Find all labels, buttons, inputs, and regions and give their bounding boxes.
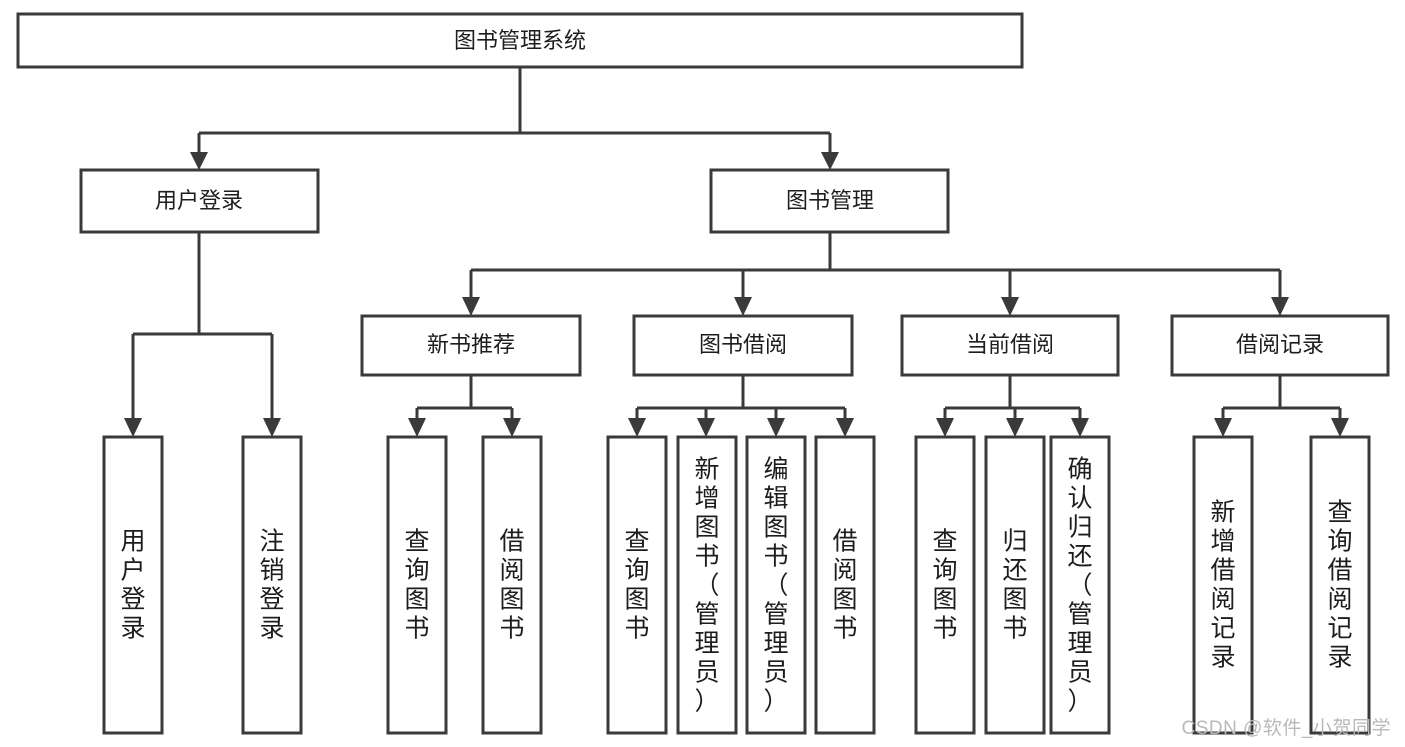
arrowhead-book-borrow [734,297,752,316]
arrowhead-leaf-borrow-book [836,418,854,437]
arrowhead-borrow-record [1271,297,1289,316]
node-user-login-label: 用户登录 [155,188,243,213]
node-leaf-add-borrow-record-label: 新增借阅记录 [1210,499,1235,672]
node-book-management-box[interactable] [709,168,950,234]
node-book-borrow-box[interactable] [632,314,854,377]
arrowhead-leaf-query-book-rec [408,418,426,437]
connector-layer [124,67,1349,437]
node-book-management-label: 图书管理 [786,188,874,213]
node-leaf-query-book-borrow-label: 查询图书 [624,528,649,643]
arrowhead-leaf-query-borrow-record [1331,418,1349,437]
node-leaf-borrow-book-rec-label: 借阅图书 [499,528,524,643]
node-current-borrow-box[interactable] [900,314,1120,377]
node-leaf-query-borrow-record-label: 查询借阅记录 [1327,499,1352,672]
node-leaf-borrow-book[interactable]: 借阅图书 [814,435,876,735]
node-leaf-query-book-current[interactable]: 查询图书 [914,435,976,735]
node-leaf-add-borrow-record[interactable]: 新增借阅记录 [1192,435,1254,735]
node-leaf-borrow-book-rec[interactable]: 借阅图书 [481,435,543,735]
arrowhead-leaf-user-login [124,418,142,437]
node-new-book-recommend-box[interactable] [360,314,582,377]
arrowhead-leaf-add-book-admin [697,418,715,437]
node-leaf-query-borrow-record[interactable]: 查询借阅记录 [1309,435,1371,735]
node-leaf-add-book-admin-label: 新增图书（管理员） [694,456,719,716]
node-leaf-user-login[interactable]: 用户登录 [102,435,164,735]
node-new-book-recommend-label: 新书推荐 [427,332,515,357]
node-borrow-record-box[interactable] [1170,314,1390,377]
node-user-login-box[interactable] [79,168,320,234]
node-leaf-logout-login-box[interactable] [241,435,303,735]
arrowhead-leaf-add-borrow-record [1214,418,1232,437]
arrowhead-leaf-query-book-current [936,418,954,437]
node-user-login[interactable]: 用户登录 [79,168,320,234]
node-leaf-confirm-return-admin-label: 确认归还（管理员） [1067,456,1092,716]
node-leaf-edit-book-admin-box[interactable] [745,435,807,735]
arrowhead-new-book-recommend [462,297,480,316]
node-leaf-add-book-admin[interactable]: 新增图书（管理员） [676,435,738,735]
csdn-watermark: CSDN @软件_小贺同学 [1181,718,1391,739]
node-book-management[interactable]: 图书管理 [709,168,950,234]
node-leaf-add-book-admin-box[interactable] [676,435,738,735]
arrowhead-leaf-query-book-borrow [628,418,646,437]
arrowhead-leaf-return-book [1006,418,1024,437]
node-leaf-query-book-borrow[interactable]: 查询图书 [606,435,668,735]
node-leaf-query-book-borrow-box[interactable] [606,435,668,735]
node-leaf-query-book-current-box[interactable] [914,435,976,735]
node-leaf-user-login-box[interactable] [102,435,164,735]
node-leaf-return-book[interactable]: 归还图书 [984,435,1046,735]
node-leaf-query-book-current-label: 查询图书 [932,528,957,643]
node-leaf-return-book-box[interactable] [984,435,1046,735]
arrowhead-user-login [190,152,208,170]
node-leaf-logout-login-label: 注销登录 [259,528,284,643]
node-book-borrow[interactable]: 图书借阅 [632,314,854,377]
node-leaf-edit-book-admin[interactable]: 编辑图书（管理员） [745,435,807,735]
node-leaf-query-book-rec-box[interactable] [386,435,448,735]
node-leaf-confirm-return-admin-box[interactable] [1049,435,1111,735]
node-leaf-borrow-book-label: 借阅图书 [832,528,857,643]
node-leaf-edit-book-admin-label: 编辑图书（管理员） [763,456,788,716]
arrowhead-book-management [821,152,839,170]
node-leaf-user-login-label: 用户登录 [120,528,145,643]
node-leaf-borrow-book-box[interactable] [814,435,876,735]
node-leaf-query-book-rec[interactable]: 查询图书 [386,435,448,735]
node-borrow-record-label: 借阅记录 [1236,332,1324,357]
node-root[interactable]: 图书管理系统 [16,12,1024,69]
node-leaf-query-book-rec-label: 查询图书 [404,528,429,643]
arrowhead-leaf-confirm-return-admin [1071,418,1089,437]
node-new-book-recommend[interactable]: 新书推荐 [360,314,582,377]
arrowhead-leaf-borrow-book-rec [503,418,521,437]
node-leaf-confirm-return-admin[interactable]: 确认归还（管理员） [1049,435,1111,735]
node-leaf-query-borrow-record-box[interactable] [1309,435,1371,735]
node-leaf-borrow-book-rec-box[interactable] [481,435,543,735]
arrowhead-leaf-logout-login [263,418,281,437]
node-book-borrow-label: 图书借阅 [699,332,787,357]
node-current-borrow-label: 当前借阅 [966,332,1054,357]
node-root-box[interactable] [16,12,1024,69]
arrowhead-leaf-edit-book-admin [767,418,785,437]
node-current-borrow[interactable]: 当前借阅 [900,314,1120,377]
node-leaf-add-borrow-record-box[interactable] [1192,435,1254,735]
node-leaf-logout-login[interactable]: 注销登录 [241,435,303,735]
node-borrow-record[interactable]: 借阅记录 [1170,314,1390,377]
node-root-label: 图书管理系统 [454,28,586,53]
node-leaf-return-book-label: 归还图书 [1002,528,1027,643]
arrowhead-current-borrow [1001,297,1019,316]
